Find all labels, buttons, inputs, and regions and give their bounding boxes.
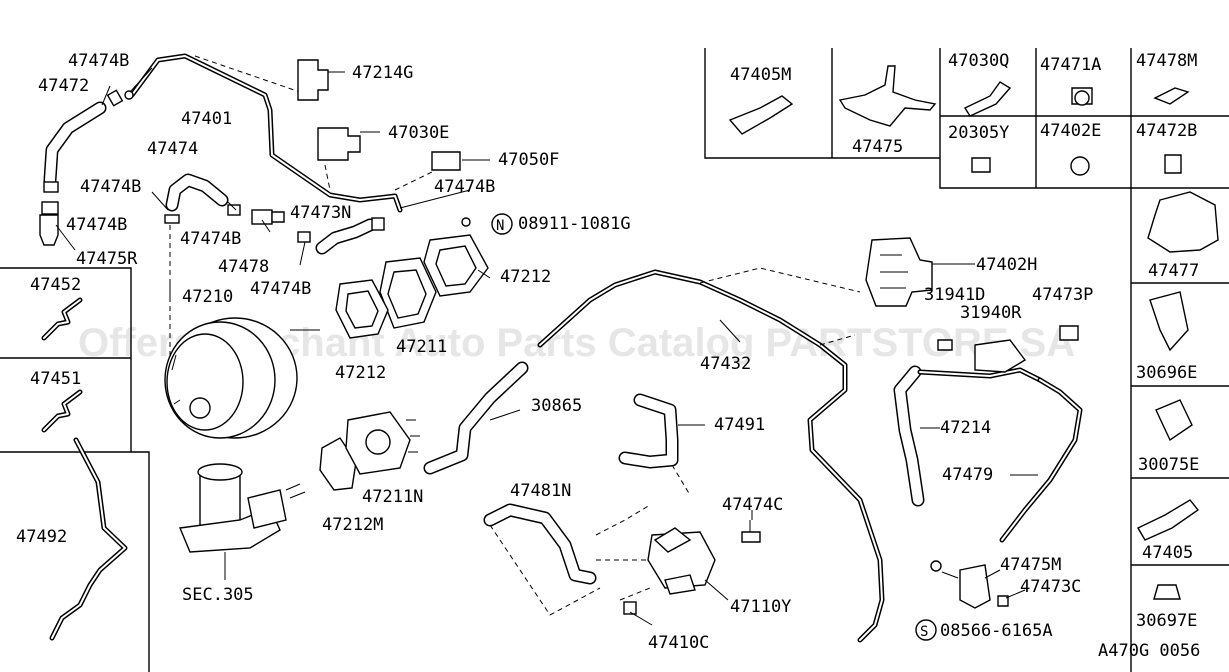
part-label[interactable]: 47491 bbox=[714, 415, 765, 435]
part-label[interactable]: 47475 bbox=[852, 137, 903, 157]
part-label[interactable]: 47474B bbox=[180, 229, 241, 249]
part-label[interactable]: 08566-6165A bbox=[940, 621, 1053, 641]
part-label[interactable]: SEC.305 bbox=[182, 585, 254, 605]
part-label[interactable]: 47452 bbox=[30, 275, 81, 295]
hose-47481N bbox=[483, 503, 651, 616]
bracket-47475M: S bbox=[915, 560, 1009, 641]
part-label[interactable]: 30696E bbox=[1136, 363, 1197, 383]
part-label[interactable]: 47472 bbox=[38, 76, 89, 96]
connectors-upper: N bbox=[297, 59, 513, 235]
part-label[interactable]: 31940R bbox=[960, 303, 1022, 323]
part-label[interactable]: 47478 bbox=[218, 257, 269, 277]
valve-47402H bbox=[865, 237, 975, 307]
part-label[interactable]: 47479 bbox=[942, 465, 993, 485]
part-label[interactable]: 47474B bbox=[80, 177, 141, 197]
part-label[interactable]: 47212M bbox=[322, 515, 383, 535]
part-label[interactable]: 47451 bbox=[30, 369, 81, 389]
brake-booster-47210 bbox=[164, 317, 320, 439]
part-label[interactable]: 47110Y bbox=[730, 597, 791, 617]
part-label[interactable]: 47030E bbox=[388, 123, 449, 143]
part-label[interactable]: 47405M bbox=[730, 65, 791, 85]
part-label[interactable]: 47474C bbox=[722, 495, 783, 515]
part-label[interactable]: 47405 bbox=[1142, 543, 1193, 563]
part-label[interactable]: 47214 bbox=[940, 418, 991, 438]
leader-lines bbox=[101, 67, 1026, 626]
part-label[interactable]: 47211N bbox=[362, 487, 423, 507]
part-label[interactable]: 47402H bbox=[976, 255, 1037, 275]
part-label[interactable]: 47473N bbox=[290, 203, 351, 223]
part-label[interactable]: 47471A bbox=[1040, 55, 1101, 75]
part-label[interactable]: 47030Q bbox=[948, 51, 1009, 71]
right-inset-grid bbox=[704, 48, 1229, 672]
left-inset-hoses bbox=[41, 297, 128, 641]
part-label[interactable]: 47492 bbox=[16, 527, 67, 547]
check-valve-47475R bbox=[39, 181, 76, 251]
part-label[interactable]: 47474B bbox=[434, 177, 495, 197]
part-label[interactable]: 47478M bbox=[1136, 51, 1197, 71]
svg-text:N: N bbox=[496, 218, 504, 234]
part-labels: 47474B 47472 47214G 47401 47030E 47474 4… bbox=[16, 51, 1200, 661]
part-label[interactable]: 47212 bbox=[335, 363, 386, 383]
part-label[interactable]: 31941D bbox=[924, 285, 985, 305]
vacuum-pipe-47432 bbox=[537, 267, 885, 643]
right-inset-parts bbox=[728, 65, 1219, 600]
vacuum-pipe-47401 bbox=[129, 53, 471, 213]
part-label[interactable]: 30075E bbox=[1138, 455, 1199, 475]
hose-47491 bbox=[618, 393, 705, 496]
part-label[interactable]: 47474B bbox=[68, 51, 129, 71]
part-label[interactable]: 47050F bbox=[498, 150, 559, 170]
gasket-47211N bbox=[319, 411, 420, 491]
part-label[interactable]: 47474B bbox=[66, 215, 127, 235]
part-label[interactable]: 47473C bbox=[1020, 577, 1081, 597]
part-label[interactable]: 47475M bbox=[1000, 555, 1061, 575]
hose-47473N bbox=[315, 217, 385, 255]
part-label[interactable]: 47473P bbox=[1032, 285, 1093, 305]
part-label[interactable]: 47474B bbox=[250, 279, 311, 299]
part-label[interactable]: 47432 bbox=[700, 354, 751, 374]
hose-30865 bbox=[423, 361, 529, 475]
solenoid-47110Y bbox=[596, 520, 761, 615]
part-label[interactable]: 47472B bbox=[1136, 121, 1197, 141]
part-label[interactable]: 47475R bbox=[76, 249, 138, 269]
part-label[interactable]: 47214G bbox=[352, 63, 413, 83]
gaskets-47212 bbox=[335, 234, 489, 339]
part-label[interactable]: 20305Y bbox=[948, 123, 1009, 143]
part-label[interactable]: 47210 bbox=[182, 287, 233, 307]
part-label[interactable]: 30697E bbox=[1136, 611, 1197, 631]
part-label[interactable]: 30865 bbox=[531, 396, 582, 416]
part-label[interactable]: 08911-1081G bbox=[518, 214, 631, 234]
part-label[interactable]: 47410C bbox=[648, 633, 709, 653]
part-label[interactable]: 47477 bbox=[1148, 261, 1199, 281]
part-label[interactable]: 47481N bbox=[510, 481, 571, 501]
hose-47214 bbox=[893, 365, 1043, 507]
part-label[interactable]: 47212 bbox=[500, 267, 551, 287]
part-label[interactable]: 47401 bbox=[181, 109, 232, 129]
hose-47474 bbox=[164, 173, 311, 395]
hose-47479 bbox=[937, 325, 1083, 543]
part-label[interactable]: 47402E bbox=[1040, 121, 1101, 141]
part-label[interactable]: 47211 bbox=[396, 337, 447, 357]
left-inset-boxes bbox=[0, 267, 150, 672]
svg-text:S: S bbox=[920, 624, 928, 640]
hose-47472 bbox=[43, 89, 134, 187]
part-label[interactable]: 47474 bbox=[147, 139, 198, 159]
master-cylinder-sec305 bbox=[179, 463, 306, 580]
diagram-code: A470G 0056 bbox=[1098, 641, 1200, 661]
